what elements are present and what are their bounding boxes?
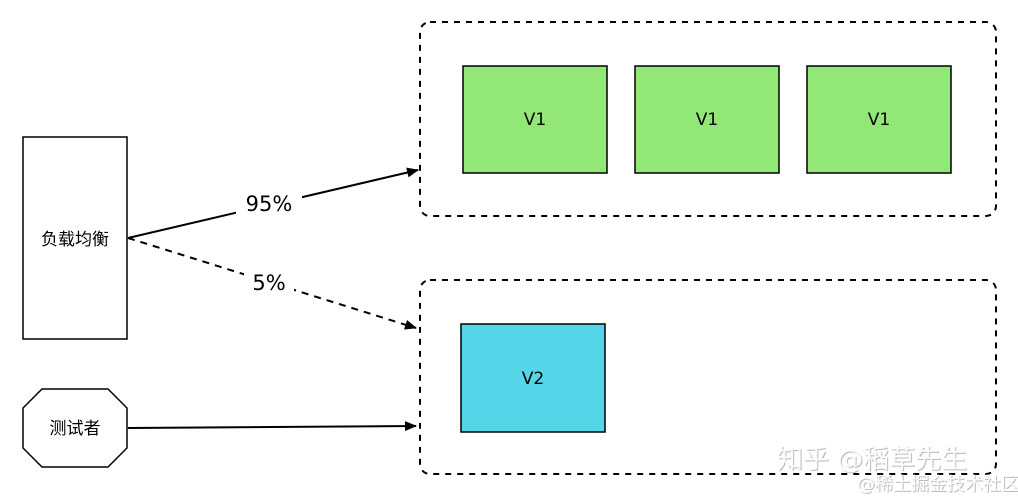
v1-node-1: V1 [462,65,608,174]
watermark-juejin: @稀土掘金技术社区 [857,474,1018,495]
edge-label-bg-5 [244,268,294,298]
edge-label-5: 5% [252,271,285,295]
watermark-juejin-shadow: @稀土掘金技术社区 [858,475,1018,496]
v2-group-box [419,279,997,475]
v2-node-label: V2 [522,369,544,389]
v1-node-2-label: V1 [696,110,718,130]
v1-node-3-label: V1 [868,110,890,130]
edge-label-bg-95 [236,188,302,218]
v1-group-box [419,21,997,217]
load-balancer-node: 负载均衡 [22,136,128,340]
watermark-zhihu: 知乎 @稻草先生 [777,445,967,475]
v1-node-1-label: V1 [524,110,546,130]
v1-node-3: V1 [806,65,952,174]
v1-node-2: V1 [634,65,780,174]
v2-node: V2 [460,323,606,433]
edge-label-95: 95% [246,192,293,216]
tester-node: 测试者 [22,388,128,468]
edge-tester-to-v2 [127,421,417,432]
tester-label: 测试者 [50,419,101,439]
edge-lb-to-v2 [127,237,417,330]
watermark-zhihu-shadow: 知乎 @稻草先生 [778,446,968,476]
load-balancer-label: 负载均衡 [41,230,109,250]
